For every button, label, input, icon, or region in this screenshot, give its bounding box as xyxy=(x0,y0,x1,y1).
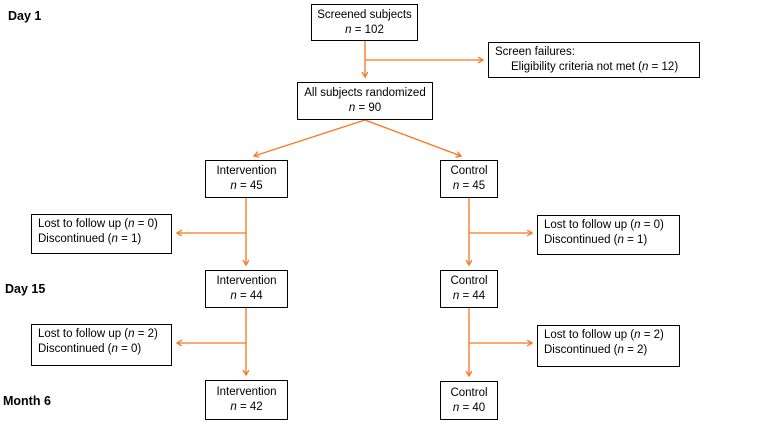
box-count: n = 90 xyxy=(348,102,382,114)
box-line: Eligibility criteria not met (n = 12) xyxy=(511,61,679,73)
box-count: n = 102 xyxy=(345,23,384,36)
box-title: Intervention xyxy=(216,165,277,177)
timeline-label-day1: Day 1 xyxy=(8,9,42,23)
arrow-randomized-to-control xyxy=(364,119,461,156)
box-intervention-loss-day15: Lost to follow up (n = 2) Discontinued (… xyxy=(31,324,172,366)
box-intervention-day1: Intervention n = 45 xyxy=(205,160,288,198)
box-line: Discontinued (n = 1) xyxy=(544,234,648,246)
box-count: n = 45 xyxy=(230,180,263,192)
box-line: Screen failures: xyxy=(495,46,575,58)
box-count: n = 45 xyxy=(452,180,486,192)
box-control-loss-day1: Lost to follow up (n = 0) Discontinued (… xyxy=(537,215,680,255)
timeline-label-day15: Day 15 xyxy=(5,282,46,296)
box-line: Lost to follow up (n = 2) xyxy=(38,328,158,340)
box-title: Screened subjects xyxy=(317,8,412,21)
box-count: n = 44 xyxy=(230,290,263,302)
box-title: Intervention xyxy=(216,275,277,287)
box-control-loss-day15: Lost to follow up (n = 2) Discontinued (… xyxy=(537,325,680,367)
box-line: Lost to follow up (n = 2) xyxy=(544,329,664,341)
box-title: Control xyxy=(450,275,488,287)
box-count: n = 44 xyxy=(452,290,486,302)
box-intervention-month6: Intervention n = 42 xyxy=(205,380,288,420)
box-intervention-loss-day1: Lost to follow up (n = 0) Discontinued (… xyxy=(31,214,172,254)
box-control-day1: Control n = 45 xyxy=(440,160,498,198)
box-title: All subjects randomized xyxy=(304,87,426,99)
box-line: Discontinued (n = 0) xyxy=(38,343,142,355)
box-line: Discontinued (n = 1) xyxy=(38,233,142,245)
box-title: Intervention xyxy=(216,386,277,398)
box-intervention-day15: Intervention n = 44 xyxy=(205,270,288,308)
box-title: Control xyxy=(450,165,488,177)
box-randomized: All subjects randomized n = 90 xyxy=(297,82,433,120)
box-control-month6: Control n = 40 xyxy=(440,381,498,420)
box-count: n = 40 xyxy=(452,401,486,414)
box-line: Lost to follow up (n = 0) xyxy=(544,219,664,231)
arrow-randomized-to-intervention xyxy=(254,119,366,156)
box-screened-subjects: Screened subjects n = 102 xyxy=(311,4,418,41)
box-title: Control xyxy=(450,386,488,399)
box-line: Lost to follow up (n = 0) xyxy=(38,218,158,230)
box-line: Discontinued (n = 2) xyxy=(544,344,648,356)
box-control-day15: Control n = 44 xyxy=(440,270,498,308)
box-count: n = 42 xyxy=(230,401,263,413)
box-screen-failures: Screen failures: Eligibility criteria no… xyxy=(488,42,700,78)
timeline-label-month6: Month 6 xyxy=(3,394,51,408)
